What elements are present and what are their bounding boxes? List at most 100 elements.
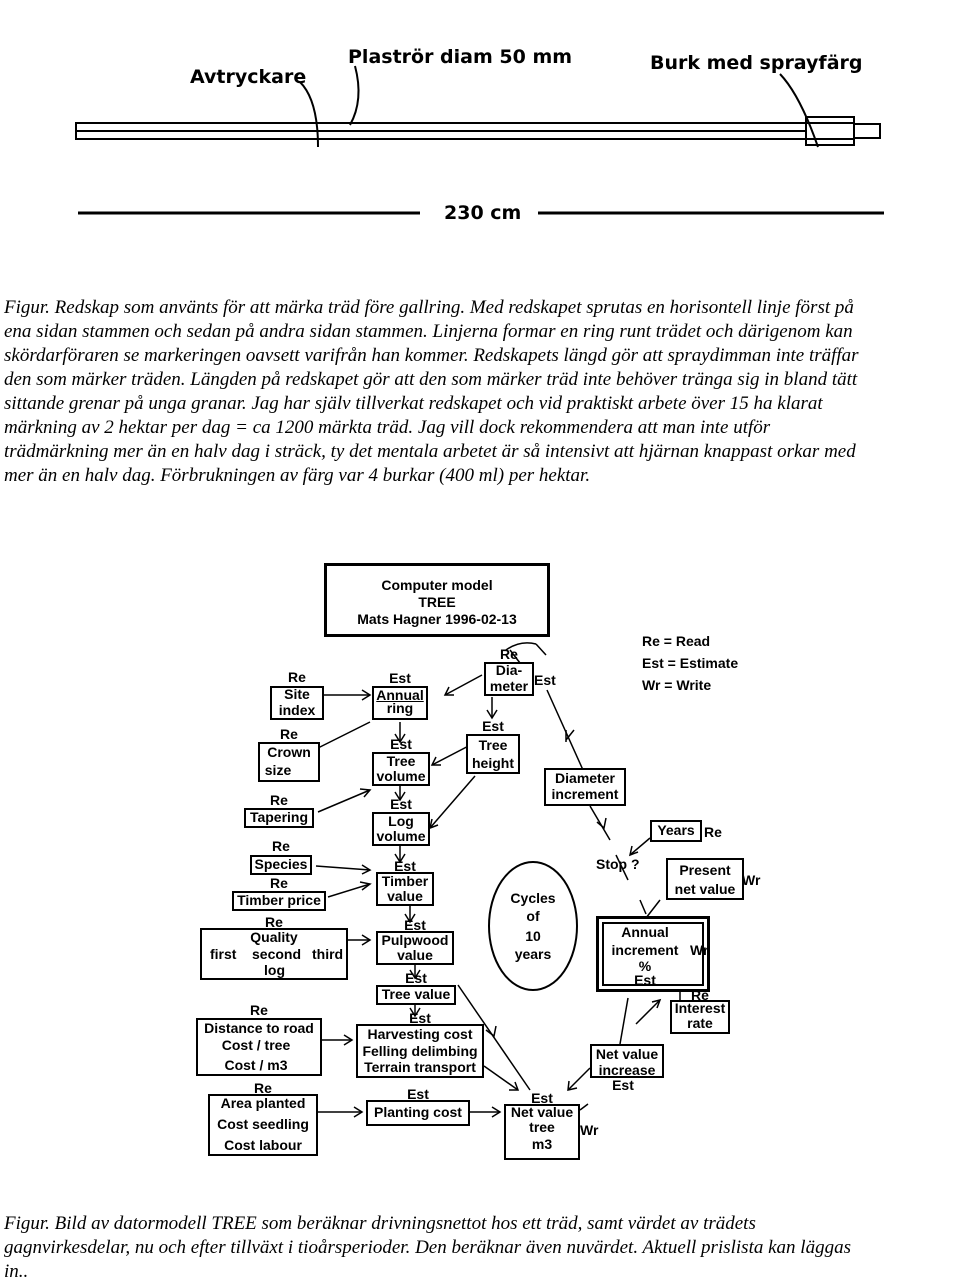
caption-line: ena sidan stammen och sedan på andra sid… [4, 321, 853, 342]
site-index-tag: Re [288, 669, 306, 685]
tapering-l1: Tapering [249, 809, 309, 825]
quality-log: log [264, 962, 285, 978]
label-pipe: Plaströr diam 50 mm [348, 46, 573, 68]
harvesting-box [356, 1024, 484, 1078]
diameter-increment-l2: increment [551, 786, 619, 802]
planting-costs-l1: Area planted [220, 1095, 306, 1111]
caption-line: trädmärkning mer än en halv dag i sträck… [4, 441, 856, 462]
annual-increment-l2: increment [611, 942, 679, 958]
present-net-value-wr: Wr [742, 872, 761, 888]
tree-volume-l1: Tree [386, 753, 416, 769]
interest-rate-l1: Interest [674, 1000, 726, 1016]
cycles-l2: of [526, 908, 540, 924]
annual-increment-wr: Wr [690, 942, 709, 958]
annual-ring-tag: Est [389, 670, 411, 686]
quality-tag: Re [265, 914, 283, 930]
harvesting-tag: Est [409, 1010, 431, 1026]
diameter-l1: Dia- [495, 662, 523, 678]
tree-height-l2: height [472, 755, 514, 771]
net-value-tree-l2: tree [529, 1119, 555, 1135]
diameter-est: Est [534, 672, 556, 688]
diameter-increment-box [544, 768, 626, 806]
title-line-1: Computer model [381, 577, 493, 593]
quality-third: third [312, 946, 344, 962]
site-index-l1: Site [284, 686, 310, 702]
annual-ring-box [372, 686, 428, 720]
label-trigger: Avtryckare [190, 66, 307, 88]
legend-write: Wr = Write [642, 677, 712, 693]
diameter-box [484, 662, 534, 696]
timber-price-tag: Re [270, 875, 288, 891]
caption-line: märkning av 2 hektar per dag = ca 1200 m… [4, 417, 771, 438]
crown-size-l1: Crown [267, 744, 311, 760]
cycles-l3: 10 [525, 928, 541, 944]
tree-height-box [466, 734, 520, 774]
net-value-tree-wr: Wr [580, 1122, 599, 1138]
species-box [250, 855, 312, 875]
crown-size-tag: Re [280, 726, 298, 742]
diameter-increment-l1: Diameter [555, 770, 615, 786]
planting-costs-tag: Re [254, 1080, 272, 1096]
title-line-3: Mats Hagner 1996-02-13 [357, 611, 517, 627]
tree-value-box [376, 985, 456, 1005]
planting-cost-l1: Planting cost [374, 1104, 462, 1120]
timber-price-l1: Timber price [237, 892, 321, 908]
tree-volume-l2: volume [376, 768, 426, 784]
present-net-value-box [666, 858, 744, 900]
tree-height-tag: Est [482, 718, 504, 734]
planting-costs-box [208, 1094, 318, 1156]
quality-first: first [210, 946, 237, 962]
log-volume-l2: volume [376, 828, 426, 844]
species-tag: Re [272, 838, 290, 854]
interest-rate-tag: Re [691, 987, 709, 1003]
pulpwood-value-tag: Est [404, 917, 426, 933]
planting-costs-l3: Cost labour [224, 1137, 302, 1153]
timber-value-box [376, 872, 434, 906]
harvesting-l3: Terrain transport [364, 1059, 476, 1075]
annual-increment-l1: Annual [621, 924, 669, 940]
distance-l3: Cost / m3 [224, 1057, 288, 1073]
pulpwood-value-box [376, 931, 454, 965]
caption-line: skördarföraren se markeringen oavsett va… [4, 345, 859, 366]
quality-box [200, 928, 348, 980]
diameter-l2: meter [489, 678, 529, 694]
annual-ring-l1: Annual [376, 687, 424, 703]
timber-value-l2: value [387, 888, 423, 904]
net-value-increase-l3: Est [612, 1077, 634, 1093]
pulpwood-value-l1: Pulpwood [381, 932, 449, 948]
present-net-value-l1: Present [679, 862, 731, 878]
harvesting-l2: Felling delimbing [362, 1043, 478, 1059]
distance-l2: Cost / tree [221, 1037, 291, 1053]
tree-volume-box [372, 752, 430, 786]
net-value-tree-box [504, 1104, 580, 1160]
harvesting-l1: Harvesting cost [367, 1026, 473, 1042]
caption-line: sittande grenar på unga granar. Jag har … [4, 393, 823, 414]
caption-line: gagnvirkesdelar, nu och efter tillväxt i… [4, 1237, 851, 1258]
cycles-l1: Cycles [510, 890, 556, 906]
quality-l1: Quality [250, 929, 298, 945]
distance-box [196, 1018, 322, 1076]
net-value-increase-l2: increase [598, 1062, 656, 1078]
net-value-increase-box [590, 1044, 664, 1078]
tree-height-l1: Tree [478, 737, 508, 753]
tapering-box [244, 808, 314, 828]
annual-ring-l2: ring [386, 700, 414, 716]
interest-rate-l2: rate [687, 1015, 713, 1031]
site-index-l2: index [278, 702, 316, 718]
timber-price-box [232, 891, 326, 911]
species-l1: Species [254, 856, 308, 872]
legend-read: Re = Read [642, 633, 711, 649]
distance-tag: Re [250, 1002, 268, 1018]
caption-line: den som märker träden. Längden på redska… [4, 369, 858, 390]
years-l1: Years [657, 822, 695, 838]
annual-increment-inner [602, 922, 704, 986]
caption-line: Figur. Redskap som använts för att märka… [4, 297, 854, 318]
planting-cost-tag: Est [407, 1086, 429, 1102]
stop-label: Stop ? [596, 856, 640, 872]
tree-volume-tag: Est [390, 736, 412, 752]
years-box [650, 820, 702, 842]
caption-line: Figur. Bild av datormodell TREE som berä… [4, 1213, 756, 1234]
caption-tool: Figur. Redskap som använts för att märka… [4, 296, 954, 488]
net-value-tree-tag: Est [531, 1090, 553, 1106]
